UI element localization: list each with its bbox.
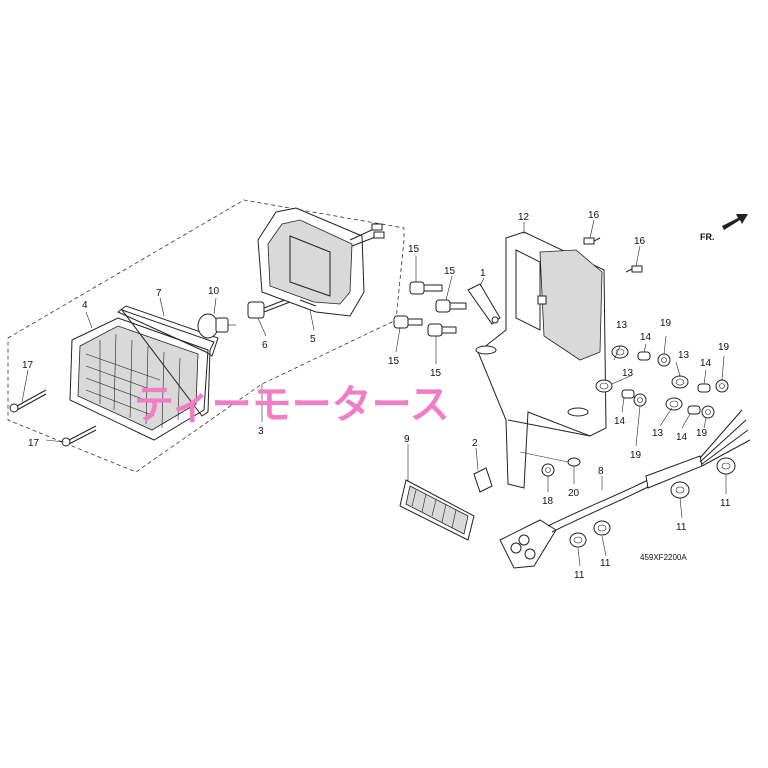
bulb-socket <box>247 297 291 319</box>
callout-18: 18 <box>542 496 554 507</box>
nut-18 <box>541 463 555 477</box>
callout-10: 10 <box>208 286 220 297</box>
callout-9: 9 <box>404 434 410 445</box>
callout-15-b: 15 <box>444 266 456 277</box>
grommet-13-c <box>671 375 689 389</box>
callout-13-c: 13 <box>678 350 690 361</box>
collar-14-b <box>621 389 635 399</box>
callout-19-d: 19 <box>696 428 708 439</box>
grommet-11-c <box>670 481 690 499</box>
callout-11-b: 11 <box>600 558 611 569</box>
callout-13-d: 13 <box>652 428 664 439</box>
diagram-code: 459XF2200A <box>640 553 687 562</box>
callout-3: 3 <box>258 426 264 437</box>
callout-8: 8 <box>598 466 604 477</box>
callout-5: 5 <box>310 334 316 345</box>
reflector <box>399 479 475 541</box>
callout-11-a: 11 <box>574 570 585 581</box>
stay-bracket <box>467 283 501 325</box>
callout-20: 20 <box>568 488 580 499</box>
grommet-11-d <box>716 457 736 475</box>
callout-7: 7 <box>156 288 162 299</box>
tail-light-case <box>257 207 385 317</box>
grommet-11-b <box>593 520 611 536</box>
front-direction-arrow <box>722 214 748 230</box>
tail-light-lens <box>69 317 209 441</box>
grommet-13-b <box>595 379 613 393</box>
grommet-13-d <box>665 397 683 411</box>
bolt-15-d <box>427 323 457 337</box>
clip <box>473 467 493 493</box>
nut-19-a <box>657 353 671 367</box>
callout-2: 2 <box>472 438 478 449</box>
callout-15-a: 15 <box>408 244 420 255</box>
nut-19-b <box>633 393 647 407</box>
screw-17-upper <box>9 389 47 413</box>
screw-16-a <box>583 237 601 245</box>
nut-19-d <box>701 405 715 419</box>
callout-labels: 4 7 10 6 5 3 17 17 15 15 1 15 15 12 16 1… <box>22 210 731 581</box>
screw-16-b <box>625 265 643 273</box>
grommet-13-a <box>611 345 629 359</box>
callout-11-c: 11 <box>676 522 687 533</box>
callout-15-d: 15 <box>430 368 442 379</box>
wire-harness <box>499 409 751 569</box>
callout-13-a: 13 <box>616 320 628 331</box>
callout-15-c: 15 <box>388 356 400 367</box>
front-direction-label: FR. <box>700 232 715 242</box>
bulb <box>197 313 236 339</box>
callout-14-c: 14 <box>700 358 712 369</box>
callout-13-b: 13 <box>622 368 634 379</box>
callout-14-a: 14 <box>640 332 652 343</box>
callout-16-b: 16 <box>634 236 646 247</box>
callout-19-c: 19 <box>718 342 730 353</box>
nut-19-c <box>715 379 729 393</box>
lens-gasket <box>117 305 219 417</box>
license-bracket <box>475 231 607 489</box>
watermark: ティーモータース <box>134 382 450 428</box>
screw-17-lower <box>61 425 97 447</box>
collar-14-c <box>697 383 711 393</box>
grommet-11-a <box>569 532 587 548</box>
callout-19-b: 19 <box>630 450 642 461</box>
callout-17-lower: 17 <box>28 438 40 449</box>
collar-14-a <box>637 351 651 361</box>
callout-1: 1 <box>480 268 486 279</box>
callout-16-a: 16 <box>588 210 600 221</box>
callout-14-d: 14 <box>676 432 688 443</box>
callout-11-d: 11 <box>720 498 731 509</box>
collar-14-d <box>687 405 701 415</box>
collar-20 <box>567 457 581 467</box>
callout-14-b: 14 <box>614 416 626 427</box>
callout-19-a: 19 <box>660 318 672 329</box>
leader-lines <box>21 219 727 567</box>
bolt-15-b <box>435 299 467 313</box>
bolt-15-a <box>409 281 443 295</box>
callout-12: 12 <box>518 212 530 223</box>
callout-17-upper: 17 <box>22 360 34 371</box>
bolt-15-c <box>393 315 423 329</box>
callout-6: 6 <box>262 340 268 351</box>
callout-4: 4 <box>82 300 88 311</box>
